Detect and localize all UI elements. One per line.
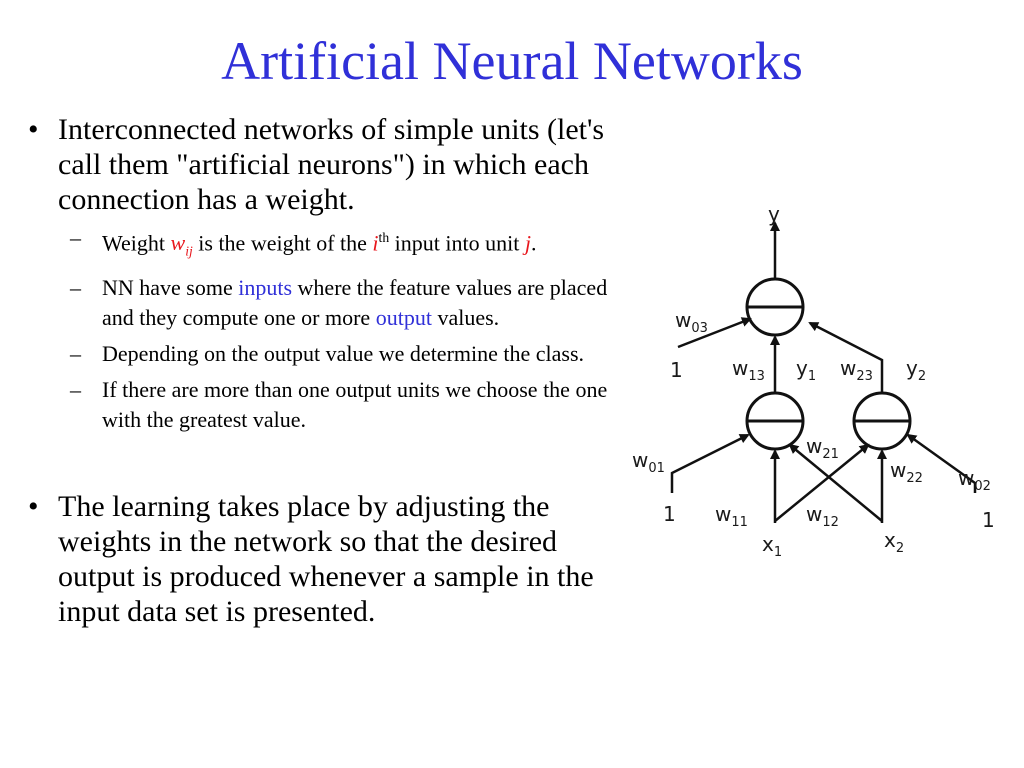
edge-w02 <box>906 433 977 493</box>
slide-title: Artificial Neural Networks <box>221 31 803 91</box>
label-1-top: 1 <box>670 358 683 382</box>
weight-symbol: wij <box>170 230 193 259</box>
sub-bullet-item: – Depending on the output value we deter… <box>28 339 628 369</box>
inputs-highlight: inputs <box>238 274 293 300</box>
label-w02: w02 <box>958 466 991 494</box>
sub-bullet-text: . <box>530 230 537 256</box>
label-y1: y1 <box>796 356 816 384</box>
dash-marker: – <box>70 376 81 402</box>
neural-network-diagram: y w03 1 w13 y1 w23 y2 w01 w21 w22 w02 1 … <box>632 202 995 560</box>
bullet-marker: • <box>28 113 39 146</box>
label-w23: w23 <box>840 356 873 384</box>
sub-bullet-text: input into unit <box>389 230 525 256</box>
superscript-th: th <box>378 230 390 245</box>
edge-w21 <box>774 443 870 522</box>
label-w12: w12 <box>806 502 839 530</box>
bullet-list: • Interconnected networks of simple unit… <box>28 112 628 629</box>
dash-marker: – <box>70 274 81 300</box>
sub-bullet-text: If there are more than one output units … <box>102 376 608 432</box>
edge-w23 <box>808 321 884 393</box>
bullet-marker: • <box>28 489 39 523</box>
sub-bullet-item: – If there are more than one output unit… <box>28 375 628 435</box>
sub-bullet-text: Depending on the output value we determi… <box>102 340 585 366</box>
sub-bullet-text: NN have some <box>102 274 239 300</box>
label-w03: w03 <box>675 308 708 336</box>
bullet-item: • Interconnected networks of simple unit… <box>28 112 628 217</box>
dash-marker: – <box>70 340 81 366</box>
output-highlight: output <box>375 304 432 330</box>
label-1-left: 1 <box>663 502 676 526</box>
label-x1: x1 <box>762 532 782 560</box>
label-w11: w11 <box>715 502 748 530</box>
sub-bullet-item: – Weight wij is the weight of the ith in… <box>28 223 628 267</box>
label-w13: w13 <box>732 356 765 384</box>
sub-bullet-text: Weight <box>102 230 171 256</box>
label-x2: x2 <box>884 528 904 556</box>
label-w22: w22 <box>890 458 923 486</box>
sub-bullet-text: values. <box>431 304 500 330</box>
edge-w01 <box>670 433 750 493</box>
index-i: i <box>372 230 379 256</box>
label-y: y <box>768 202 780 226</box>
edge-w12 <box>788 443 883 522</box>
sub-bullet-text: where the feature values are placed and … <box>102 274 608 330</box>
edge-w03 <box>677 317 752 349</box>
index-j: j <box>524 230 531 256</box>
label-w01: w01 <box>632 448 665 476</box>
label-y2: y2 <box>906 356 926 384</box>
sub-bullet-item: – NN have some inputs where the feature … <box>28 273 628 333</box>
bullet-text: The learning takes place by adjusting th… <box>58 489 594 628</box>
sub-bullet-text: is the weight of the <box>192 230 373 256</box>
label-1-right: 1 <box>982 508 995 532</box>
label-w21: w21 <box>806 434 839 462</box>
bullet-text: Interconnected networks of simple units … <box>58 113 605 216</box>
dash-marker: – <box>70 225 81 250</box>
bullet-item: • The learning takes place by adjusting … <box>28 489 628 629</box>
